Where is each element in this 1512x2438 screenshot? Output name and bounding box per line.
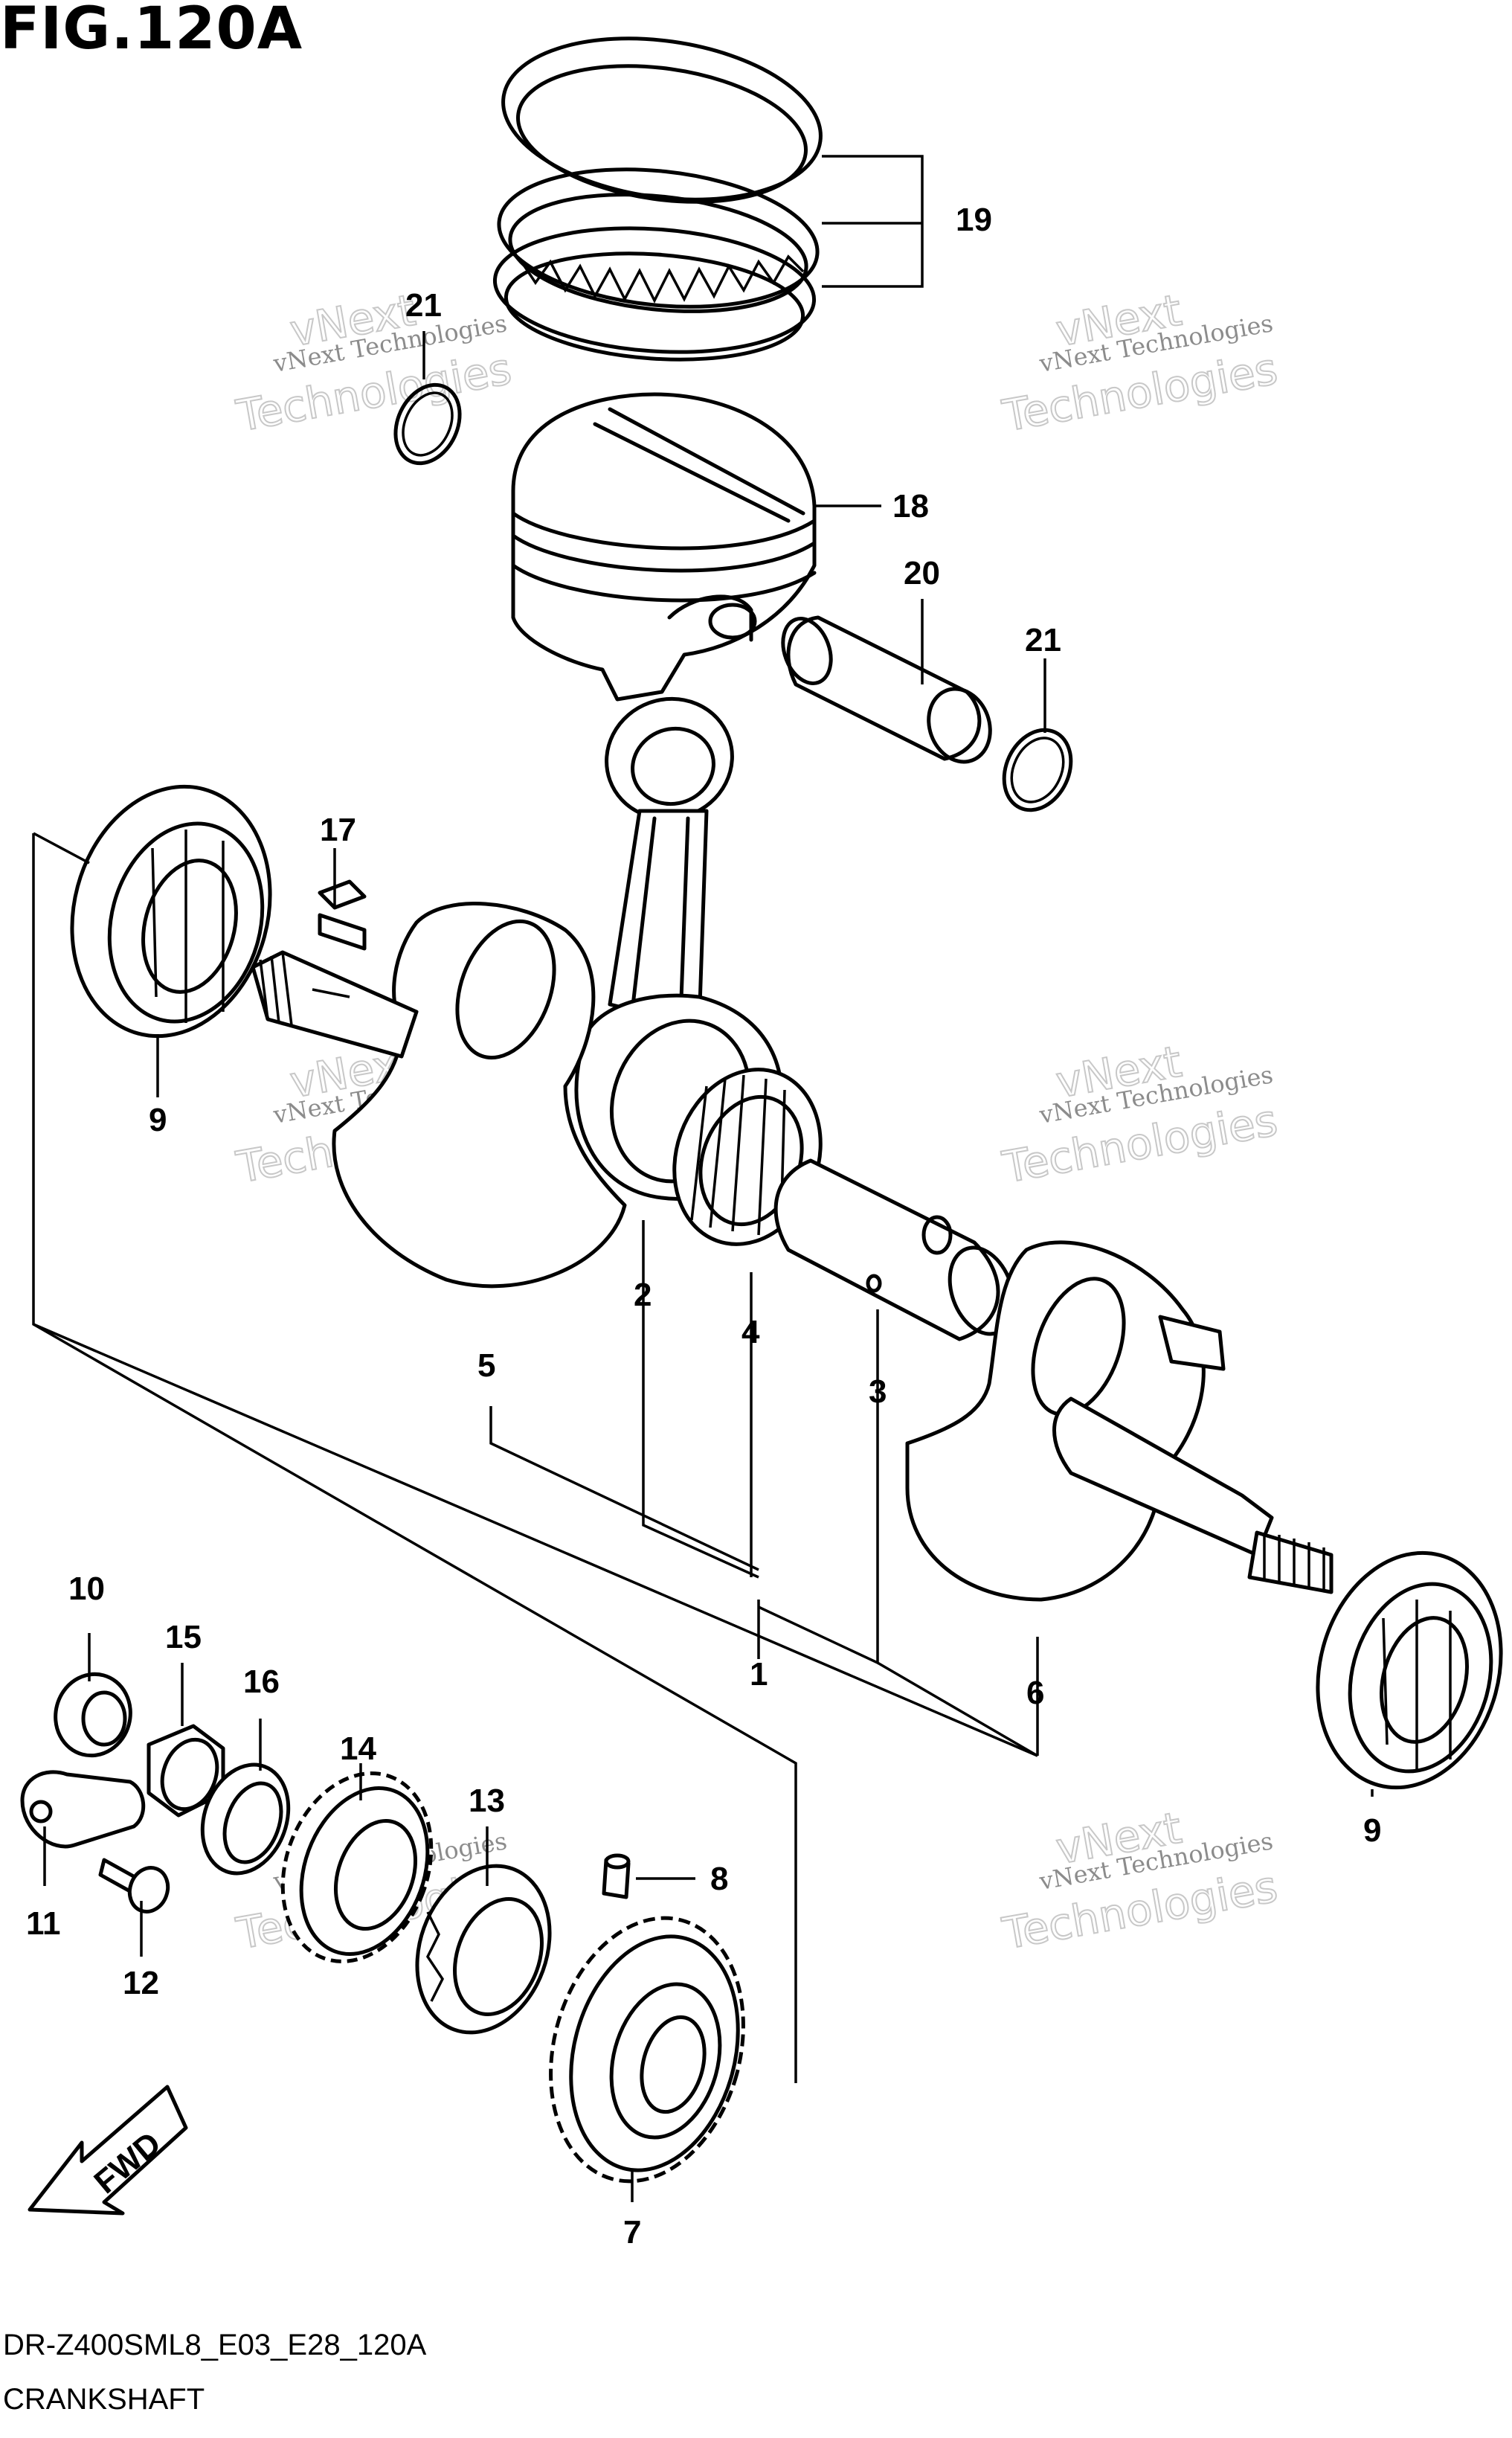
watermark-bottom-right: vNext Technologies Technologies vNext	[998, 1802, 1282, 1960]
callout-11: 11	[26, 1905, 61, 1942]
model-code: DR-Z400SML8_E03_E28_120A	[3, 2329, 427, 2361]
callout-15: 15	[165, 1619, 202, 1655]
callout-10: 10	[68, 1571, 105, 1607]
oil-seal	[54, 1672, 132, 1758]
callout-19: 19	[956, 202, 992, 238]
crankshaft-right-half	[905, 1240, 1334, 1602]
assembly-bracket	[32, 832, 1039, 2083]
key	[318, 913, 367, 951]
callout-2: 2	[634, 1277, 652, 1313]
callout-5: 5	[477, 1347, 495, 1384]
callout-3: 3	[869, 1373, 887, 1410]
washer	[200, 1762, 291, 1876]
callout-9-left: 9	[149, 1102, 167, 1138]
circlip-left	[393, 382, 462, 466]
callout-13: 13	[469, 1783, 505, 1819]
callout-8: 8	[710, 1861, 728, 1897]
circlip-right	[1002, 728, 1073, 812]
watermark-top-left: vNext Technologies Technologies vNext	[232, 284, 516, 443]
piston	[511, 392, 817, 702]
balancer-drive-gear	[280, 1771, 434, 1963]
crankshaft-left-half	[251, 879, 627, 1289]
callout-16: 16	[243, 1664, 280, 1700]
ball-bearing-left	[70, 784, 272, 1039]
callout-9-right: 9	[1363, 1812, 1381, 1849]
ball-bearing-right	[1316, 1550, 1503, 1790]
crank-pin	[773, 1158, 1016, 1341]
callout-17: 17	[320, 812, 356, 848]
primary-drive-gear	[549, 1916, 745, 2184]
callout-numbers: 19 21 18 20 21 17 9 5 2 4 3 1 6 9 10 15 …	[26, 202, 1381, 2251]
dowel-pin	[602, 1853, 631, 1899]
callout-20: 20	[904, 555, 940, 591]
leader-lines	[43, 155, 1374, 2202]
retainer-plate	[20, 1770, 146, 1849]
watermark-top-right: vNext Technologies Technologies vNext	[998, 284, 1282, 443]
watermark-mid-right: vNext Technologies Technologies vNext	[998, 1036, 1282, 1194]
figure-caption: CRANKSHAFT	[3, 2383, 205, 2416]
piston-rings	[492, 36, 823, 362]
callout-7: 7	[623, 2214, 641, 2251]
callout-6: 6	[1026, 1675, 1044, 1711]
callout-14: 14	[340, 1730, 376, 1767]
callout-12: 12	[123, 1965, 159, 2001]
piston-pin	[781, 615, 992, 764]
callout-21-left: 21	[405, 287, 442, 324]
screw	[98, 1858, 170, 1913]
gear-damper	[415, 1864, 552, 2035]
callout-21-right: 21	[1025, 622, 1061, 658]
callout-1: 1	[750, 1656, 768, 1693]
callout-18: 18	[892, 488, 929, 525]
callout-4: 4	[741, 1314, 760, 1350]
fwd-arrow-icon: FWD	[28, 2085, 188, 2216]
figure-title: FIG.120A	[0, 0, 303, 62]
